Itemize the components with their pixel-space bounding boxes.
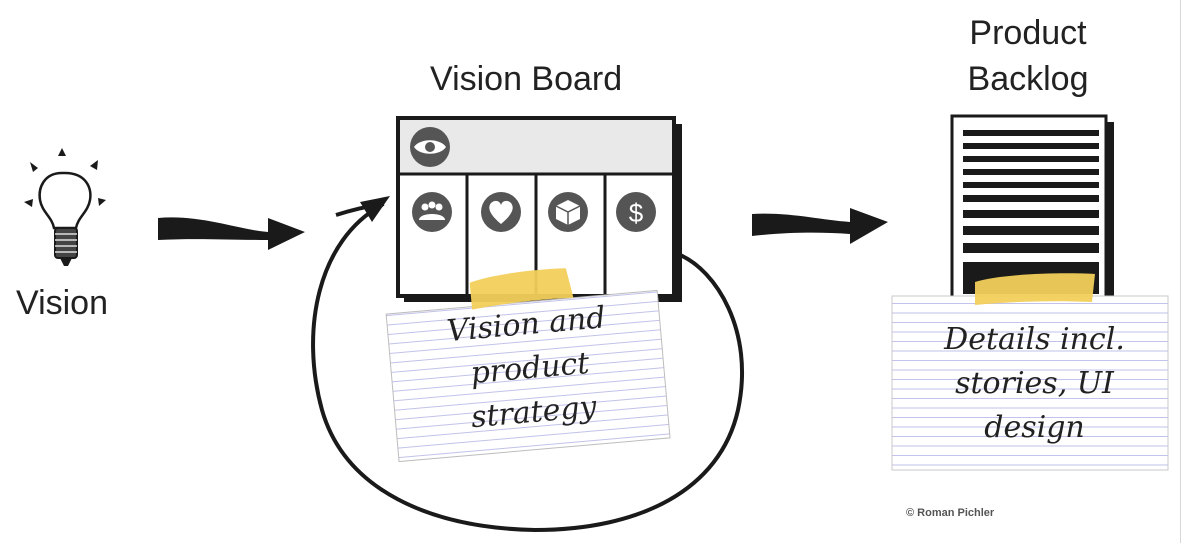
svg-text:$: $ [629,198,644,228]
note-line: design [984,410,1085,445]
product-backlog-title-line-2: Backlog [967,60,1089,98]
eye-icon [410,127,450,167]
note-line: Details incl. [944,322,1125,357]
copyright-notice: © Roman Pichler [906,507,995,519]
lightbulb-icon [24,148,106,266]
product-icon [548,192,588,232]
vision-label: Vision [16,284,108,322]
vision-board-note-card [385,268,671,463]
product-backlog-title-line-1: Product [969,14,1087,52]
dollar-icon: $ [616,192,656,232]
arrow-to-vision-board [158,217,305,250]
arrow-to-product-backlog [752,208,888,244]
users-icon [412,192,452,232]
backlog-note-card [891,273,1169,471]
backlog-note-text: Details incl. stories, UI design [892,318,1177,450]
vision-board-title: Vision Board [430,60,623,98]
iteration-loop [311,196,744,533]
heart-icon [481,192,521,232]
note-line: stories, UI [955,366,1114,401]
right-border-line [1180,0,1181,543]
vision-board-note-text: Vision and product strategy [395,292,666,446]
product-backlog-title: Product Backlog [928,10,1128,102]
